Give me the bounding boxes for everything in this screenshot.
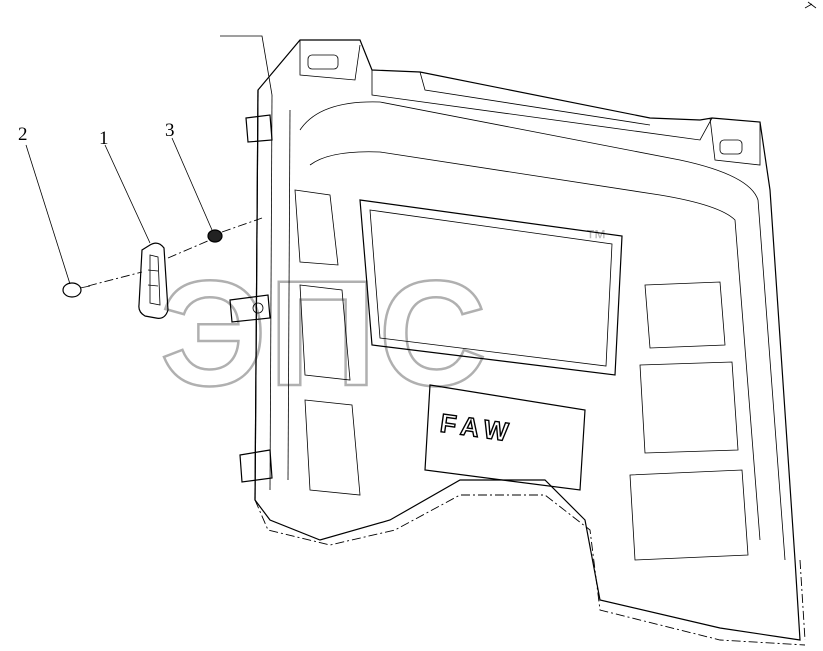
part-3-nut [207, 229, 223, 243]
callout-2: 2 [18, 124, 28, 145]
faw-logo: FAW [438, 408, 516, 448]
part-2-screw [62, 282, 91, 298]
assembly-line-panel [221, 217, 263, 233]
leader-panel [220, 35, 273, 96]
corner-mark [804, 1, 817, 9]
leader-2 [25, 144, 71, 285]
part-1-handle [138, 242, 169, 319]
rear-cab-panel [229, 39, 806, 646]
assembly-line-nut [167, 239, 211, 259]
leader-1 [104, 144, 151, 244]
watermark-trademark: ™ [585, 225, 607, 250]
callout-3: 3 [165, 120, 175, 141]
watermark-text: ЭПС [160, 249, 489, 417]
callout-1: 1 [99, 128, 109, 149]
assembly-line-screw [87, 271, 143, 287]
leader-3 [171, 137, 213, 231]
watermark: ЭПС ™ [159, 225, 607, 418]
